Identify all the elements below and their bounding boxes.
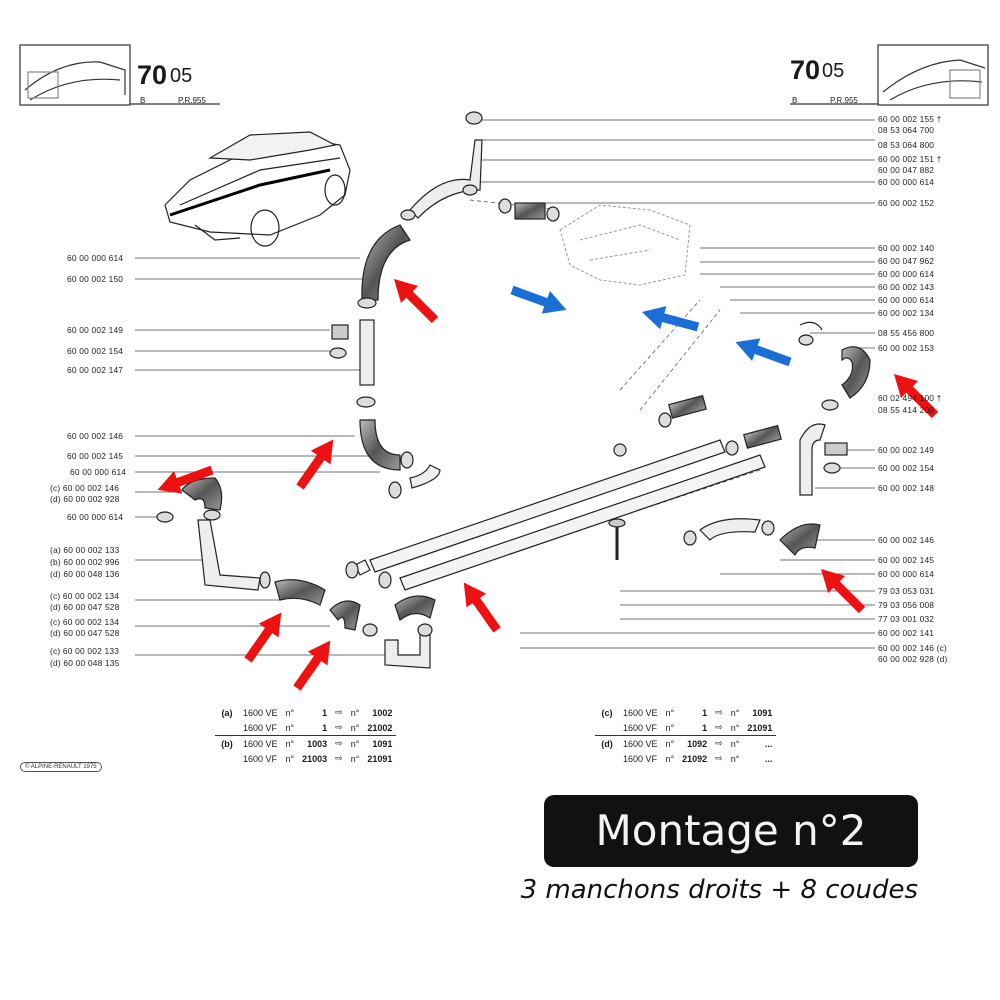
part-label: (d) 60 00 002 928 [50,494,120,504]
part-label: 60 00 002 149 [878,445,935,455]
hose-parts-right [608,321,871,560]
part-label: 60 00 047 962 [878,256,935,266]
part-label: 60 00 002 152 [878,198,935,208]
part-label: 60 00 002 149 [67,325,124,335]
part-label: 08 53 064 800 [878,140,935,150]
page-subnumber-right: 05 [822,60,845,82]
part-label: 60 00 002 155 † [878,114,942,124]
part-label: 60 00 002 146 (c) [878,643,948,653]
page-pr-right: P.R.955 [830,96,858,105]
table-row: 1600 VF n° 1 ⇨ n° 21002 [243,722,393,733]
copyright-stamp: © ALPINE-RENAULT 1975 [20,762,102,772]
table-row: (a) 1600 VE n° 1 ⇨ n° 1002 [221,707,393,718]
red-arrow-icon [157,465,214,494]
part-label: 60 00 002 148 [878,483,935,493]
hose-parts-left [181,139,546,669]
part-label: 08 53 064 700 [878,125,935,135]
coolant-pipes [354,439,766,591]
part-label: 60 00 000 614 [67,253,124,263]
page-letter-right: B [792,96,798,105]
part-label: 60 00 002 143 [878,282,935,292]
thumbnail-right [790,44,989,106]
serial-table-left: (a) 1600 VE n° 1 ⇨ n° 1002 1600 VF n° 1 … [215,705,397,766]
part-label: (d) 60 00 047 528 [50,602,120,612]
engine-sketch [559,204,691,286]
part-label: 60 00 000 614 [878,177,935,187]
table-row: (d) 1600 VE n° 1092 ⇨ n° ... [595,735,777,751]
part-label: (c) 60 00 002 134 [50,591,120,601]
blue-arrow-icon [735,338,792,367]
table-row: 1600 VF n° 1 ⇨ n° 21091 [623,722,773,733]
part-label: 60 00 002 154 [878,463,935,473]
table-row: 1600 VF n° 21003 ⇨ n° 21091 [243,753,393,764]
part-label: 08 55 456 800 [878,328,935,338]
part-label: 79 03 056 008 [878,600,935,610]
part-label: 77 03 001 032 [878,614,935,624]
part-label: (a) 60 00 002 133 [50,545,120,555]
red-arrow-icon [393,278,439,324]
part-label: 60 00 002 928 (d) [878,654,948,664]
part-label: 60 00 002 151 † [878,154,942,164]
part-label: 60 00 002 140 [878,243,935,253]
part-label: 60 00 002 146 [67,431,124,441]
red-arrow-icon [893,373,939,419]
part-label: (c) 60 00 002 146 [50,483,120,493]
page-subnumber-left: 05 [170,65,193,87]
table-row: (c) 1600 VE n° 1 ⇨ n° 1091 [601,707,773,718]
part-label: 60 00 000 614 [70,467,127,477]
hose-clamps [156,111,841,637]
part-label: (c) 60 00 002 134 [50,617,120,627]
assembly-subtitle: 3 manchons droits + 8 coudes [520,875,918,905]
table-row: (b) 1600 VE n° 1003 ⇨ n° 1091 [215,735,397,751]
part-label: 60 00 002 153 [878,343,935,353]
part-label: 60 00 000 614 [878,269,935,279]
red-arrows [157,278,939,691]
red-arrow-icon [244,612,282,663]
part-label: 60 00 000 614 [878,295,935,305]
part-label: (c) 60 00 002 133 [50,646,120,656]
part-label: 60 00 002 134 [878,308,935,318]
part-label: 60 00 002 145 [878,555,935,565]
part-label: 60 00 000 614 [878,569,935,579]
blue-arrows [510,285,792,367]
red-arrow-icon [820,568,866,614]
part-label: 60 00 002 154 [67,346,124,356]
part-label: 60 02 494 100 † [878,393,942,403]
blue-arrow-icon [641,306,700,332]
part-label: (d) 60 00 048 136 [50,569,120,579]
part-label: 60 00 002 141 [878,628,935,638]
part-label: 79 03 053 031 [878,586,935,596]
red-arrow-icon [296,439,334,490]
part-label: 60 00 002 147 [67,365,124,375]
page-number-left: 70 [137,60,168,90]
assembly-badge: Montage n°2 [544,795,918,867]
part-label: 60 00 047 882 [878,165,935,175]
part-label: 60 00 000 614 [67,512,124,522]
red-arrow-icon [463,582,501,633]
part-label: 60 00 002 150 [67,274,124,284]
part-label: (b) 60 00 002 996 [50,557,120,567]
serial-table-right: (c) 1600 VE n° 1 ⇨ n° 1091 1600 VF n° 1 … [595,705,777,766]
page-pr-left: P.R.955 [178,96,206,105]
part-label: (d) 60 00 048 135 [50,658,120,668]
car-sketch [164,131,351,247]
blue-arrow-icon [510,285,567,314]
table-row: 1600 VF n° 21092 ⇨ n° ... [623,753,773,764]
thumbnail-left [19,44,220,106]
part-label: 60 00 002 146 [878,535,935,545]
part-label: 08 55 414 200 [878,405,935,415]
part-label: (d) 60 00 047 528 [50,628,120,638]
red-arrow-icon [293,640,331,691]
page-number-right: 70 [790,55,821,85]
part-label: 60 00 002 145 [67,451,124,461]
page-letter-left: B [140,96,146,105]
